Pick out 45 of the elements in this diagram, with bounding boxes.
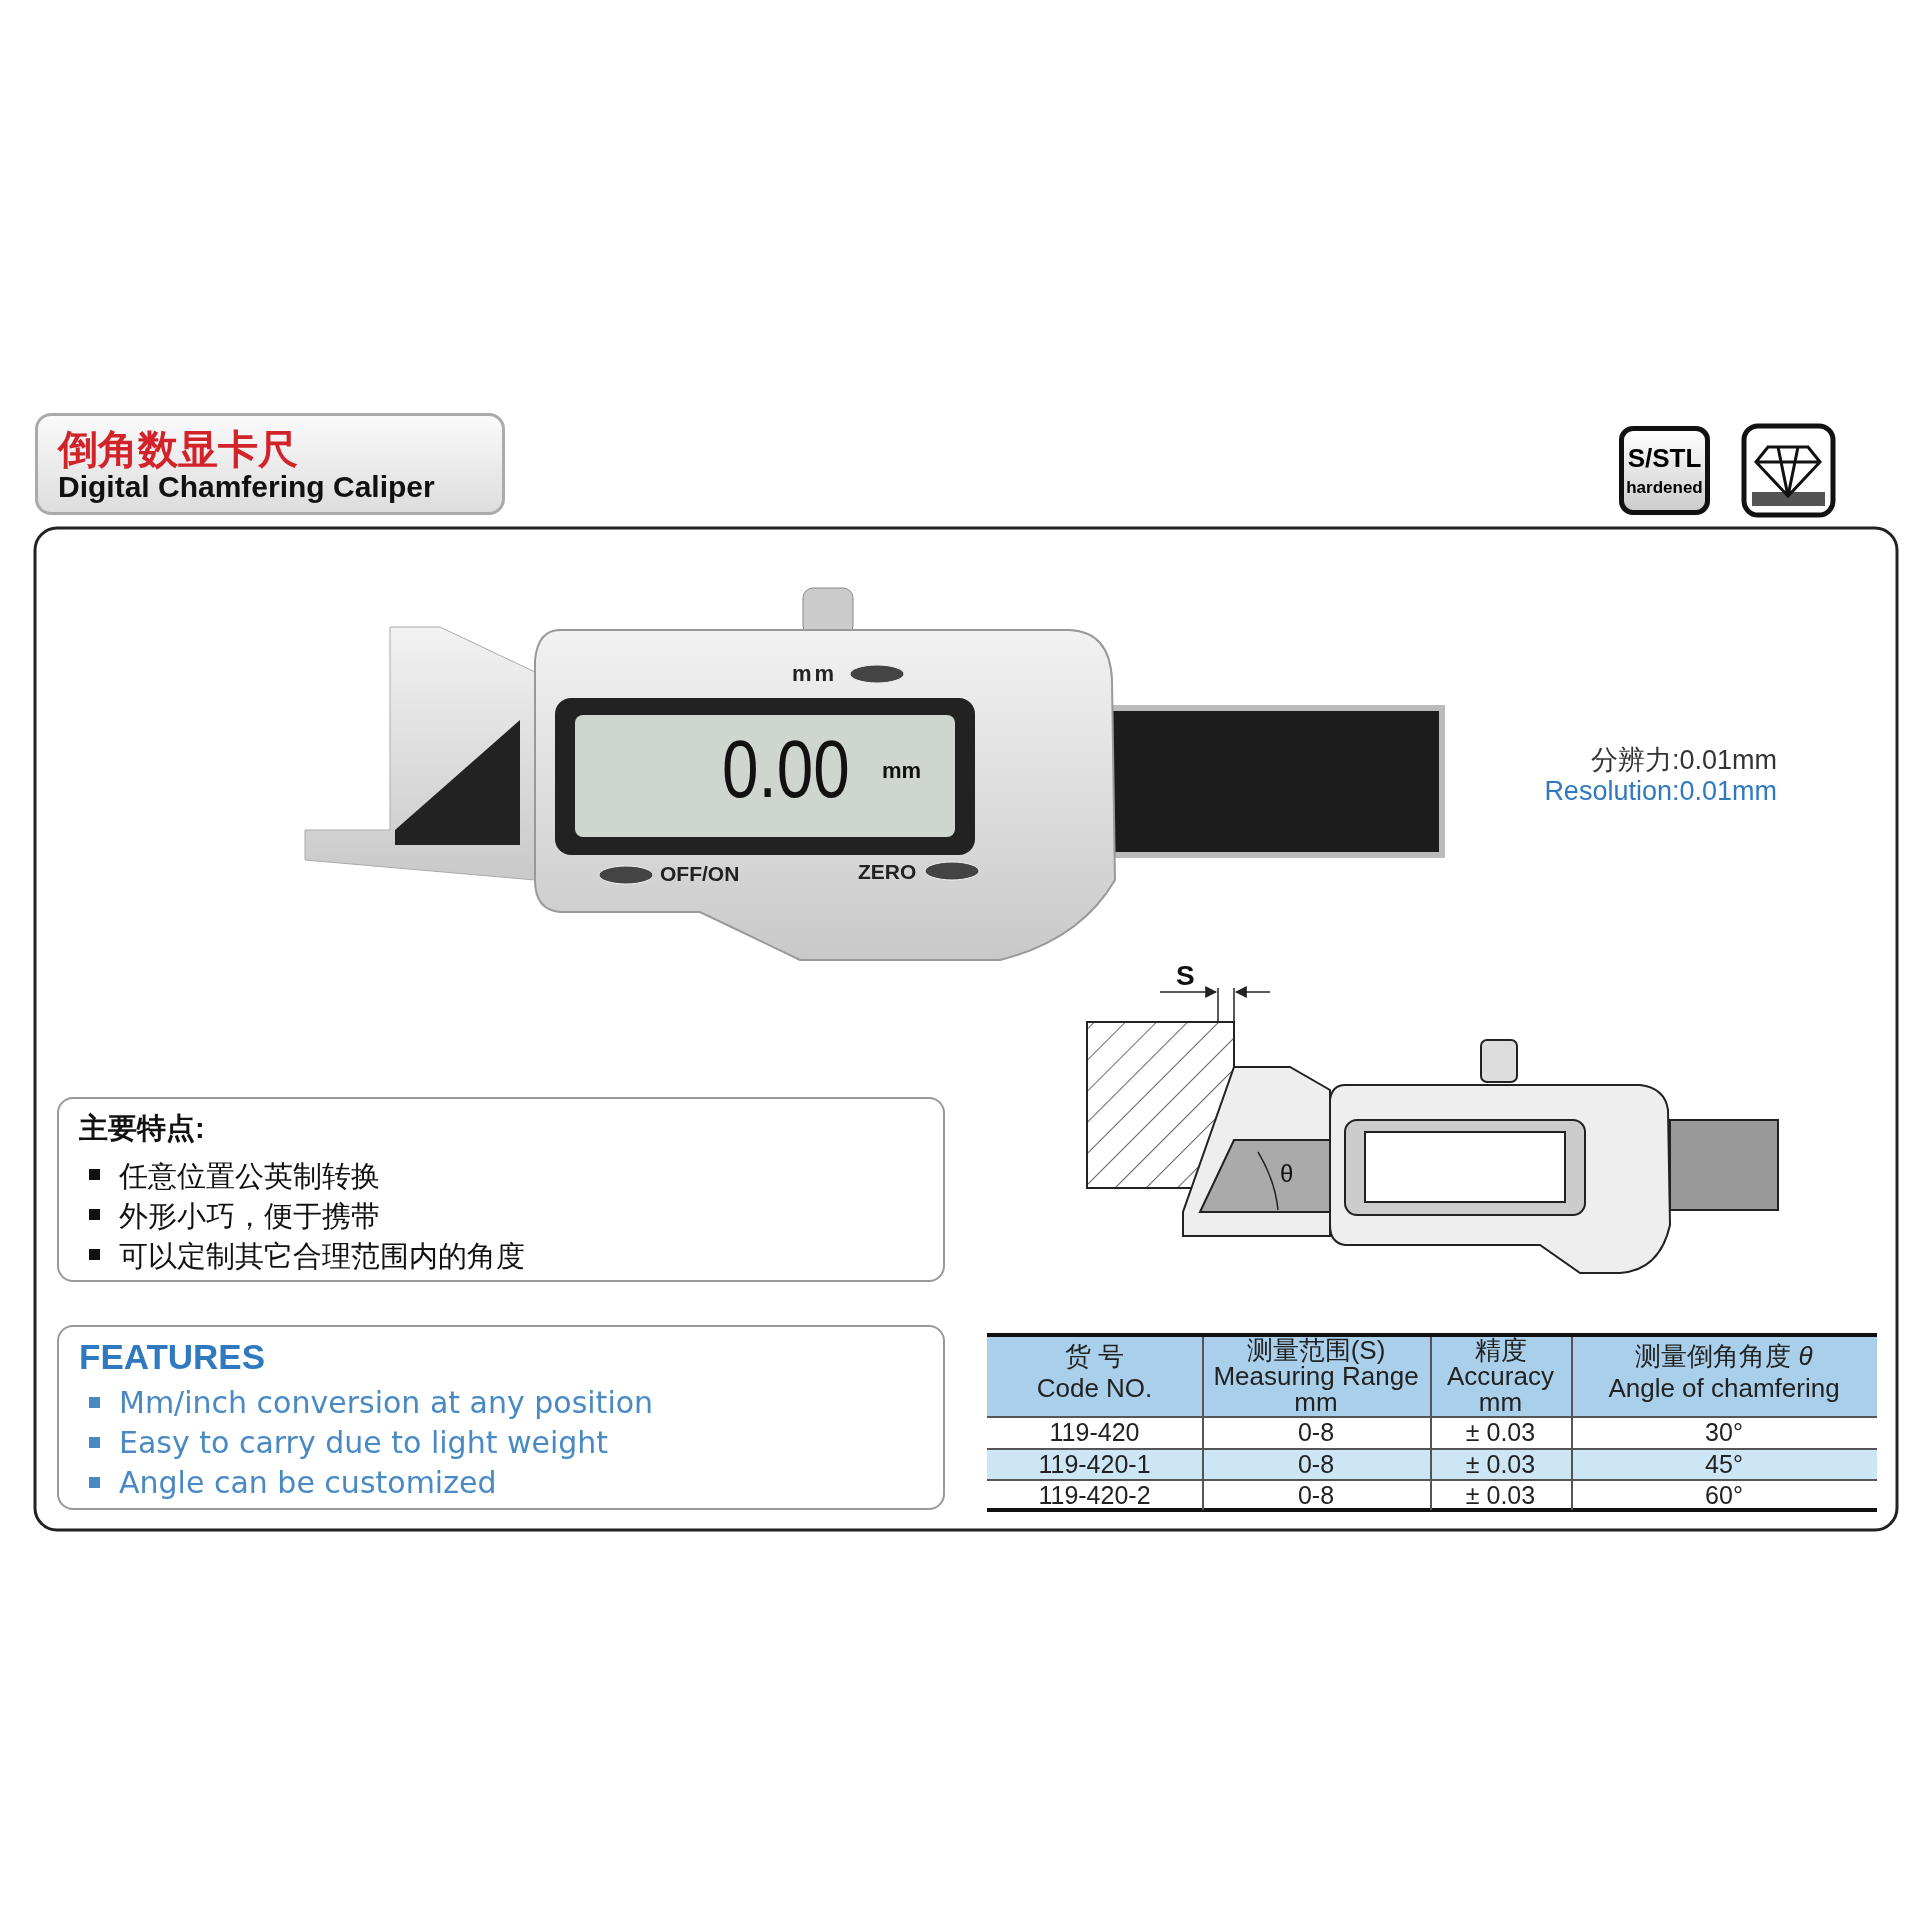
feature-item: 可以定制其它合理范围内的角度 <box>119 1239 525 1274</box>
spec-text: Resolution:0.01mm <box>1544 776 1777 807</box>
feature-heading: FEATURES <box>79 1337 266 1377</box>
header-cell-text: 测量倒角角度 θ <box>1634 1342 1814 1370</box>
table-cell-text: ± 0.03 <box>1464 1449 1537 1479</box>
table-cell-text: 0-8 <box>1296 1480 1336 1510</box>
material-note: hardened <box>1625 478 1704 498</box>
header-cell-text: mm <box>1478 1388 1523 1416</box>
dimension-label: S <box>1176 960 1195 992</box>
table-cell-text: 0-8 <box>1296 1449 1336 1479</box>
feature-panel <box>57 1097 945 1282</box>
product-subtitle: Digital Chamfering Caliper <box>58 470 435 504</box>
header-cell-text: Angle of chamfering <box>1607 1374 1841 1402</box>
unit-label: mm <box>792 661 838 687</box>
feature-panel <box>57 1325 945 1510</box>
header-cell-text: 货 号 <box>1063 1342 1126 1370</box>
material-badge <box>1619 426 1710 515</box>
spec-text: 分辨力:0.01mm <box>1590 744 1777 777</box>
table-cell-text: 45° <box>1704 1449 1744 1479</box>
angle-label: θ <box>1280 1160 1294 1188</box>
power-key-label: OFF/ON <box>660 862 740 886</box>
header-cell-text: 精度 <box>1473 1336 1528 1364</box>
table-cell-text: ± 0.03 <box>1464 1480 1537 1510</box>
feature-item: 外形小巧，便于携带 <box>119 1199 380 1234</box>
feature-item: 任意位置公英制转换 <box>119 1159 380 1194</box>
display-reading: 0.00 <box>722 722 850 816</box>
material-code: S/STL <box>1626 443 1703 474</box>
header-cell-text: Accuracy <box>1446 1362 1555 1390</box>
feature-heading: 主要特点: <box>79 1111 205 1146</box>
feature-item: Angle can be customized <box>119 1465 497 1500</box>
header-cell-text: 测量范围(S) <box>1245 1336 1387 1364</box>
feature-item: Mm/inch conversion at any position <box>119 1385 654 1420</box>
table-cell-text: 119-420 <box>1048 1417 1141 1447</box>
table-cell-text: 119-420-1 <box>1037 1449 1152 1479</box>
feature-item: Easy to carry due to light weight <box>119 1425 609 1460</box>
table-cell-text: ± 0.03 <box>1464 1417 1537 1447</box>
table-cell-text: 30° <box>1704 1417 1744 1447</box>
table-cell-text: 119-420-2 <box>1037 1480 1152 1510</box>
zero-key-label: ZERO <box>858 860 917 884</box>
header-cell-text: Code NO. <box>1035 1374 1154 1402</box>
product-title: 倒角数显卡尺 <box>58 426 298 473</box>
table-cell-text: 60° <box>1704 1480 1744 1510</box>
table-cell-text: 0-8 <box>1296 1417 1336 1447</box>
display-unit: mm <box>882 758 922 784</box>
title-panel <box>35 413 505 515</box>
